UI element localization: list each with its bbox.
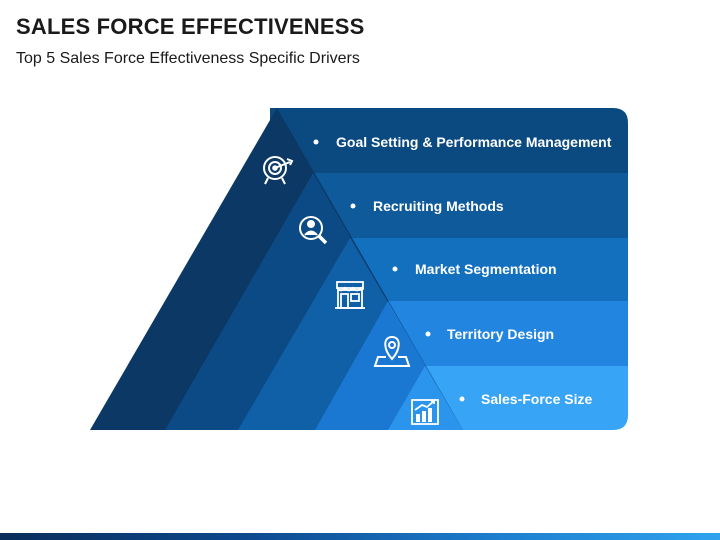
pyramid-layer-5	[388, 366, 463, 430]
bullet-5	[459, 396, 465, 402]
bullet-1	[313, 139, 319, 145]
slide-title: SALES FORCE EFFECTIVENESS	[16, 14, 365, 39]
level-label-2: Recruiting Methods	[373, 198, 504, 214]
level-label-4: Territory Design	[447, 326, 554, 342]
growth-chart-icon	[411, 399, 439, 425]
storefront-icon	[335, 281, 365, 309]
slide-subtitle: Top 5 Sales Force Effectiveness Specific…	[16, 50, 360, 67]
magnifier-person-icon	[299, 216, 328, 245]
map-pin-icon	[373, 335, 411, 367]
footer-accent-bar	[0, 533, 720, 540]
level-label-3: Market Segmentation	[415, 261, 557, 277]
band-1	[270, 108, 628, 174]
bullet-2	[350, 203, 356, 209]
bullet-3	[392, 266, 398, 272]
level-label-5: Sales-Force Size	[481, 391, 592, 407]
bullet-4	[425, 331, 431, 337]
level-label-1: Goal Setting & Performance Management	[336, 134, 612, 150]
target-icon	[263, 156, 294, 185]
